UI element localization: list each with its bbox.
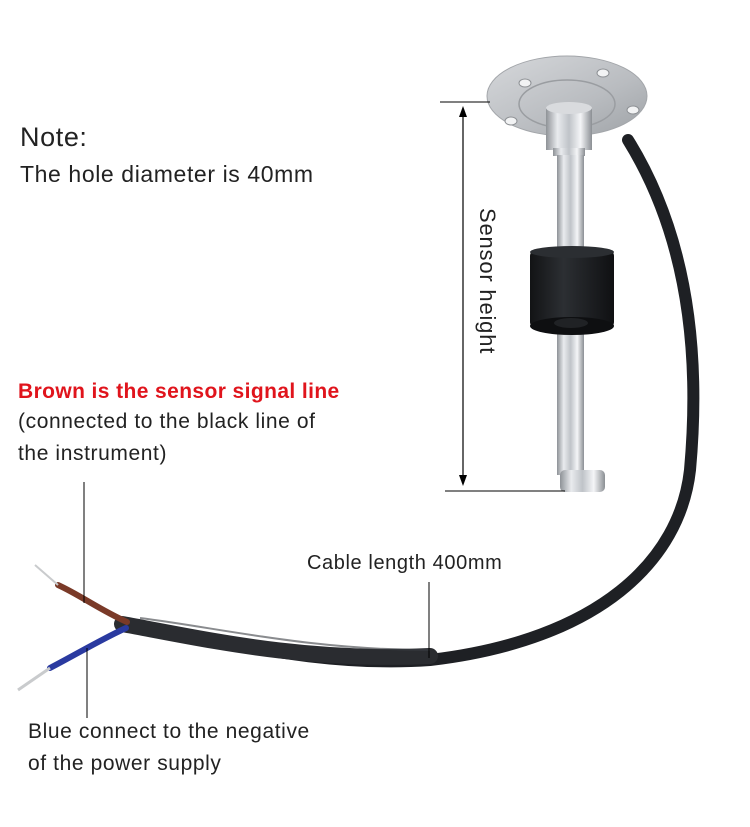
brown-wire-title: Brown is the sensor signal line bbox=[18, 380, 340, 403]
arrow-up-icon bbox=[459, 106, 467, 117]
blue-wire bbox=[47, 625, 129, 671]
note-hole-diameter: The hole diameter is 40mm bbox=[20, 161, 314, 187]
brown-wire bbox=[55, 582, 130, 625]
blue-wire-description-2: of the power supply bbox=[28, 752, 222, 775]
sensor-height-label: Sensor height bbox=[475, 208, 500, 355]
note-title: Note: bbox=[20, 122, 88, 152]
arrow-down-icon bbox=[459, 475, 467, 486]
blue-wire-description-1: Blue connect to the negative bbox=[28, 720, 310, 743]
brown-wire-description-2: the instrument) bbox=[18, 442, 168, 465]
cable-length-label: Cable length 400mm bbox=[307, 552, 503, 574]
float bbox=[530, 250, 614, 328]
brown-wire-description-1: (connected to the black line of bbox=[18, 410, 316, 433]
